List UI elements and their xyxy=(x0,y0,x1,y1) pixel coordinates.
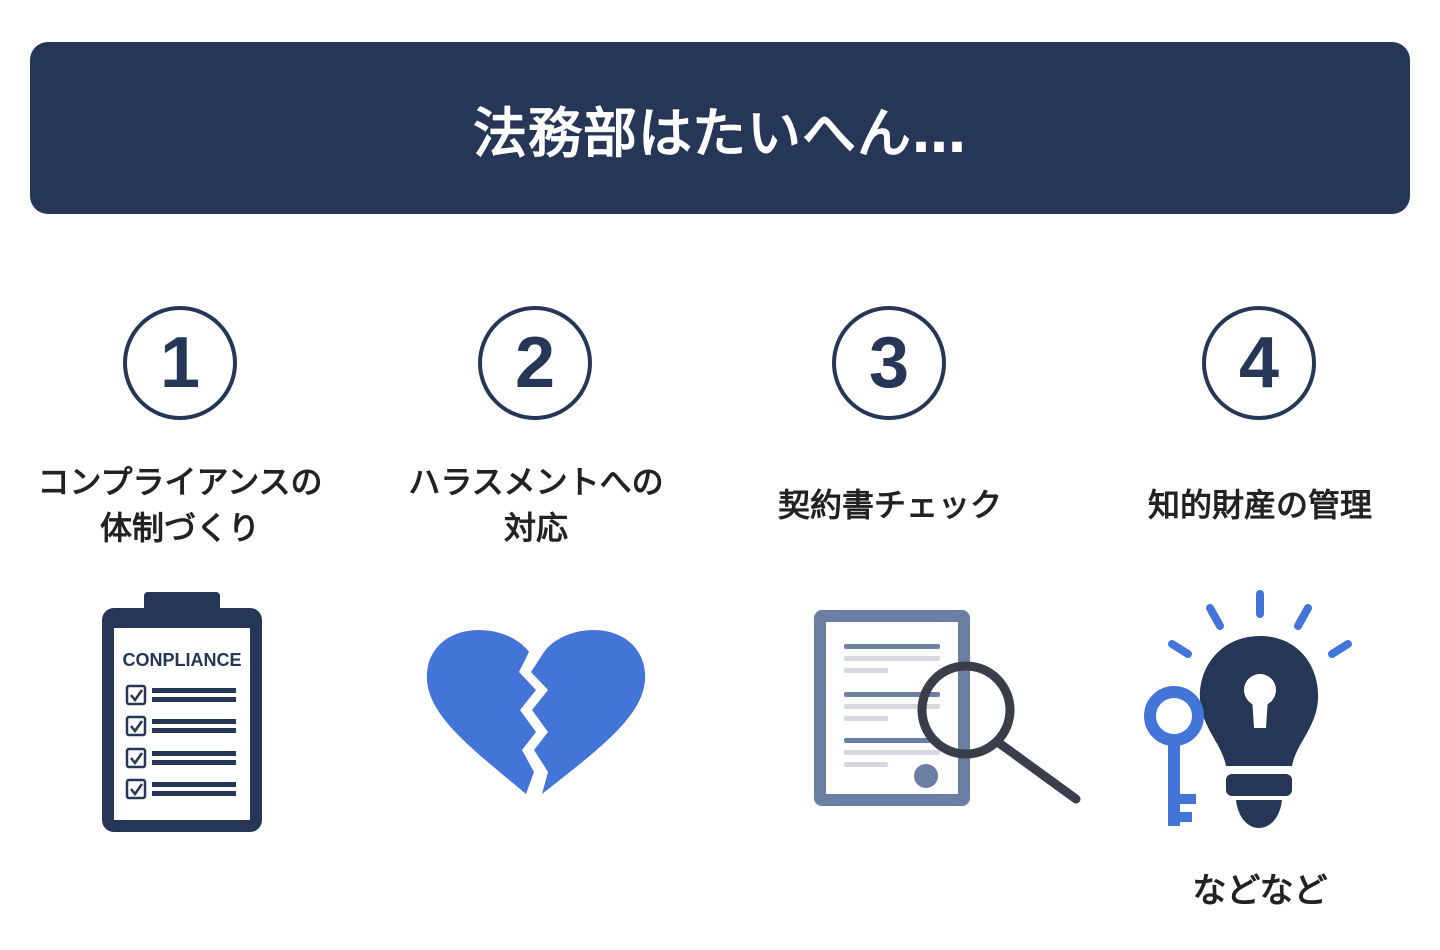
item-label-line2: 体制づくり xyxy=(99,509,260,547)
broken-heart-icon xyxy=(426,629,646,794)
item-label: 契約書チェック xyxy=(710,455,1070,555)
item-label-line2: 対応 xyxy=(503,509,568,547)
number-badge: 2 xyxy=(478,306,592,420)
etc-note: などなど xyxy=(1192,871,1328,911)
item-label: ハラスメントへの 対応 xyxy=(356,455,716,555)
item-label-line1: コンプライアンスの xyxy=(37,463,323,501)
clipboard-title-text: CONPLIANCE xyxy=(122,650,241,670)
item-contract-check: 3 契約書チェック xyxy=(710,0,1081,950)
item-harassment: 2 ハラスメントへの 対応 xyxy=(356,0,716,950)
item-label-line1: 知的財産の管理 xyxy=(1147,486,1372,524)
document-magnifier-icon xyxy=(814,610,1081,806)
clipboard-checklist-icon: CONPLIANCE xyxy=(102,592,262,832)
lightbulb-key-icon xyxy=(1144,590,1352,828)
number-badge: 4 xyxy=(1202,306,1316,420)
page-title: 法務部はたいへん… xyxy=(473,101,967,165)
item-label: コンプライアンスの 体制づくり xyxy=(0,455,360,555)
item-compliance: 1 コンプライアンスの 体制づくり CONPLIANCE xyxy=(0,0,360,950)
item-ip-management: 4 知的財産の管理 xyxy=(1080,0,1440,950)
item-label: 知的財産の管理 xyxy=(1080,455,1440,555)
item-label-line1: 契約書チェック xyxy=(777,486,1002,524)
item-label-line1: ハラスメントへの xyxy=(408,463,664,501)
number-badge: 3 xyxy=(832,306,946,420)
title-banner: 法務部はたいへん… xyxy=(30,42,1410,214)
number-badge: 1 xyxy=(123,306,237,420)
